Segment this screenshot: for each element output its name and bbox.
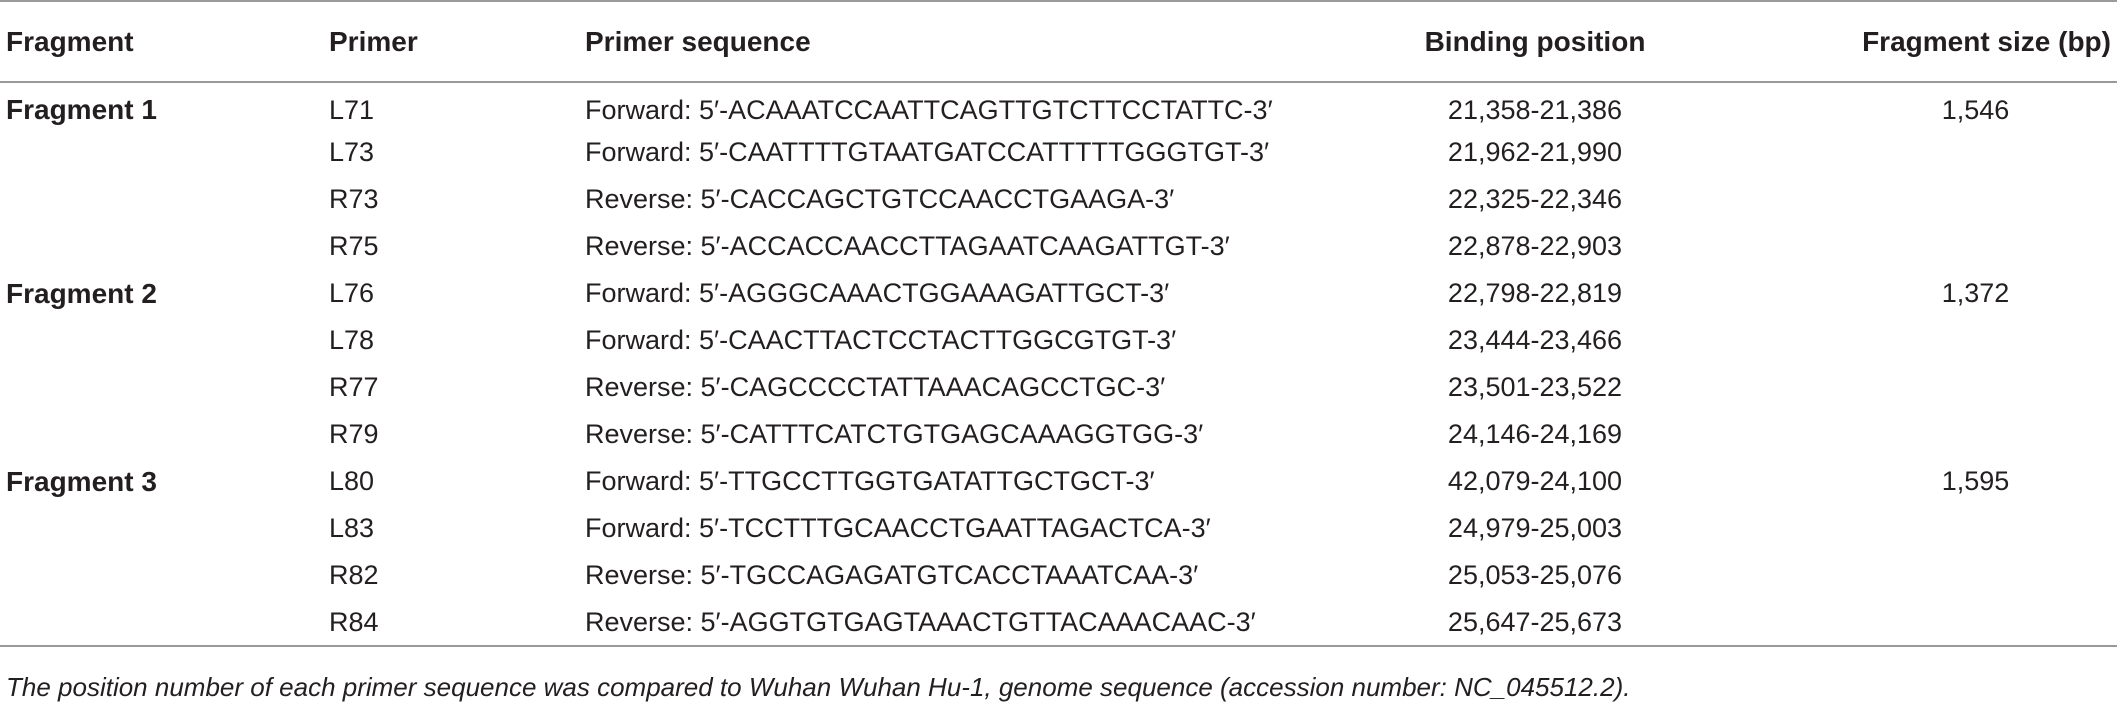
table-footnote: The position number of each primer seque… <box>6 672 1631 702</box>
primer-name: R82 <box>329 560 379 590</box>
binding-position: 21,358-21,386 <box>1447 94 1623 125</box>
fragment-size: 1,595 <box>1941 466 2010 496</box>
fragment-size-empty <box>1704 411 2117 458</box>
table-row: R82 Reverse: 5′-TGCCAGAGATGTCACCTAAATCAA-… <box>0 552 2117 599</box>
primer-sequence: Forward: 5′-CAATTTTGTAATGATCCATTTTTGGGTG… <box>585 137 1270 167</box>
fragment-label-empty <box>0 599 329 647</box>
primer-sequence: Forward: 5′-TTGCCTTGGTGATATTGCTGCT-3′ <box>585 466 1155 496</box>
fragment-size-empty <box>1704 505 2117 552</box>
primer-name: L76 <box>329 278 375 308</box>
fragment-label-empty <box>0 364 329 411</box>
table-row: R77 Reverse: 5′-CAGCCCCTATTAAACAGCCTGC-3′… <box>0 364 2117 411</box>
primer-sequence: Forward: 5′-ACAAATCCAATTCAGTTGTCTTCCTATT… <box>585 94 1273 125</box>
primer-sequence: Forward: 5′-CAACTTACTCCTACTTGGCGTGT-3′ <box>585 325 1177 355</box>
binding-position: 42,079-24,100 <box>1447 466 1623 496</box>
binding-position: 24,979-25,003 <box>1447 513 1623 543</box>
fragment-size: 1,372 <box>1941 278 2010 308</box>
primer-table-container: Fragment Primer Primer sequence Binding … <box>0 0 2117 647</box>
primer-name: R75 <box>329 231 379 261</box>
primer-name: R77 <box>329 372 379 402</box>
fragment-size-empty <box>1704 223 2117 270</box>
binding-position: 25,647-25,673 <box>1366 599 1704 647</box>
primer-sequence: Reverse: 5′-CAGCCCCTATTAAACAGCCTGC-3′ <box>585 372 1166 402</box>
table-body: Fragment 1 L71 Forward: 5′-ACAAATCCAATTCAG… <box>0 82 2117 647</box>
table-row: L78 Forward: 5′-CAACTTACTCCTACTTGGCGTGT-3… <box>0 317 2117 364</box>
header-binding-position: Binding position <box>1366 0 1704 83</box>
table-row: Fragment 1 L71 Forward: 5′-ACAAATCCAATTCAG… <box>0 82 2117 129</box>
table-row: R75 Reverse: 5′-ACCACCAACCTTAGAATCAAGATTG… <box>0 223 2117 270</box>
binding-position: 21,962-21,990 <box>1447 137 1623 167</box>
primer-sequence: Reverse: 5′-ACCACCAACCTTAGAATCAAGATTGT-3… <box>585 231 1230 261</box>
fragment-label-empty <box>0 411 329 458</box>
header-fragment: Fragment <box>0 0 329 83</box>
primer-name: L83 <box>329 513 375 543</box>
table-row: R79 Reverse: 5′-CATTTCATCTGTGAGCAAAGGTGG-… <box>0 411 2117 458</box>
table-row: Fragment 3 L80 Forward: 5′-TTGCCTTGGTGATAT… <box>0 458 2117 505</box>
table-row: R73 Reverse: 5′-CACCAGCTGTCCAACCTGAAGA-3′… <box>0 176 2117 223</box>
fragment-label-empty <box>0 129 329 176</box>
primer-name: R79 <box>329 419 379 449</box>
header-fragment-size: Fragment size (bp) <box>1704 0 2117 83</box>
fragment-size-empty <box>1704 599 2117 647</box>
fragment-size: 1,546 <box>1941 94 2010 125</box>
primer-name: R73 <box>329 184 379 214</box>
binding-position: 22,798-22,819 <box>1447 278 1623 308</box>
primer-sequence: Reverse: 5′-CATTTCATCTGTGAGCAAAGGTGG-3′ <box>585 419 1204 449</box>
fragment-label-empty <box>0 552 329 599</box>
primer-sequence: Forward: 5′-AGGGCAAACTGGAAAGATTGCT-3′ <box>585 278 1170 308</box>
fragment-label-empty <box>0 223 329 270</box>
table-row: Fragment 2 L76 Forward: 5′-AGGGCAAACTGGAAA… <box>0 270 2117 317</box>
primer-name: L78 <box>329 325 375 355</box>
primer-name: R84 <box>329 599 585 647</box>
table-header: Fragment Primer Primer sequence Binding … <box>0 0 2117 83</box>
table-row: L83 Forward: 5′-TCCTTTGCAACCTGAATTAGACTCA… <box>0 505 2117 552</box>
fragment-label-empty <box>0 505 329 552</box>
fragment-size-empty <box>1704 129 2117 176</box>
fragment-label: Fragment 3 <box>6 465 157 497</box>
primer-name: L71 <box>329 94 375 125</box>
primer-sequence: Reverse: 5′-TGCCAGAGATGTCACCTAAATCAA-3′ <box>585 560 1199 590</box>
binding-position: 25,053-25,076 <box>1447 560 1623 590</box>
fragment-label-empty <box>0 176 329 223</box>
fragment-label: Fragment 1 <box>6 94 157 125</box>
binding-position: 23,444-23,466 <box>1447 325 1623 355</box>
primer-sequence: Reverse: 5′-AGGTGTGAGTAAACTGTTACAAACAAC-… <box>585 599 1366 647</box>
fragment-size-empty <box>1704 176 2117 223</box>
header-primer-sequence: Primer sequence <box>585 0 1366 83</box>
primer-name: L80 <box>329 466 375 496</box>
fragment-size-empty <box>1704 364 2117 411</box>
primer-sequence: Forward: 5′-TCCTTTGCAACCTGAATTAGACTCA-3′ <box>585 513 1211 543</box>
fragment-size-empty <box>1704 317 2117 364</box>
primer-table: Fragment Primer Primer sequence Binding … <box>0 0 2117 647</box>
header-row: Fragment Primer Primer sequence Binding … <box>0 0 2117 83</box>
primer-name: L73 <box>329 137 375 167</box>
fragment-label-empty <box>0 317 329 364</box>
table-row: L73 Forward: 5′-CAATTTTGTAATGATCCATTTTTGG… <box>0 129 2117 176</box>
fragment-label: Fragment 2 <box>6 277 157 309</box>
binding-position: 22,325-22,346 <box>1447 184 1623 214</box>
binding-position: 23,501-23,522 <box>1447 372 1623 402</box>
binding-position: 24,146-24,169 <box>1447 419 1623 449</box>
header-primer: Primer <box>329 0 585 83</box>
fragment-size-empty <box>1704 552 2117 599</box>
binding-position: 22,878-22,903 <box>1447 231 1623 261</box>
primer-sequence: Reverse: 5′-CACCAGCTGTCCAACCTGAAGA-3′ <box>585 184 1175 214</box>
